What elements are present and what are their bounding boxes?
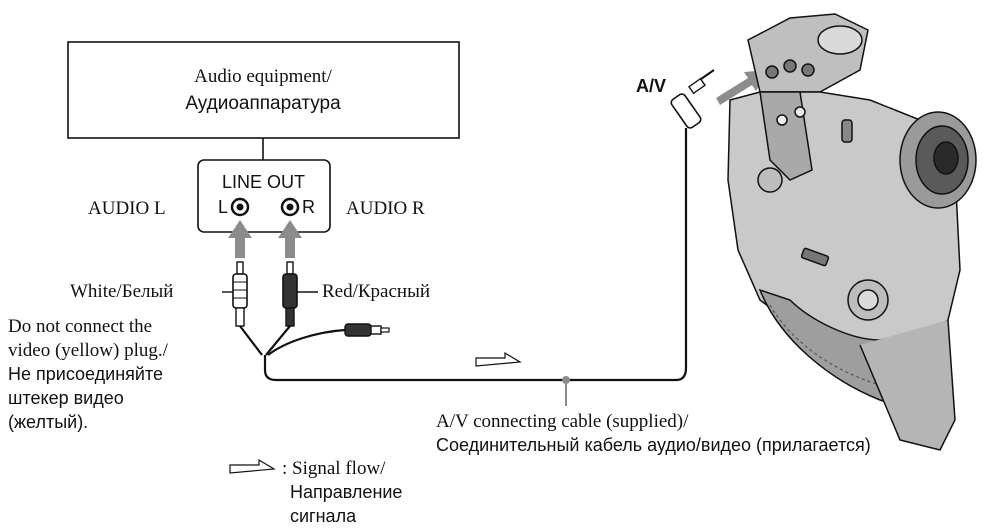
legend-signal-flow: : Signal flow/ bbox=[282, 458, 386, 479]
note-line-2: video (yellow) plug./ bbox=[8, 340, 168, 361]
right-jack-label: R bbox=[302, 197, 315, 217]
camcorder-icon bbox=[727, 13, 977, 451]
audio-equipment-box bbox=[67, 41, 460, 139]
red-plug-icon bbox=[282, 261, 298, 327]
av-jack-label: A/V bbox=[636, 76, 667, 96]
audio-equipment-label-ru: Аудиоаппаратура bbox=[185, 93, 341, 114]
audio-equipment-label-en: Audio equipment/ bbox=[194, 66, 332, 87]
audio-r-label: AUDIO R bbox=[346, 198, 425, 219]
white-plug-label: White/Белый bbox=[70, 281, 174, 302]
white-plug-icon bbox=[232, 261, 248, 327]
cable-caption-en: A/V connecting cable (supplied)/ bbox=[436, 411, 689, 432]
signal-flow-arrow-icon bbox=[475, 351, 522, 367]
line-out-title: LINE OUT bbox=[222, 172, 306, 192]
cable-wires bbox=[239, 128, 688, 382]
left-jack-icon bbox=[230, 197, 250, 217]
legend-direction: Направление bbox=[290, 482, 403, 502]
legend-arrow-icon bbox=[229, 458, 276, 474]
red-plug-label: Red/Красный bbox=[322, 281, 431, 302]
note-line-3: Не присоединяйте bbox=[8, 364, 164, 384]
audio-l-label: AUDIO L bbox=[88, 198, 166, 219]
note-line-4: штекер видео bbox=[8, 388, 124, 408]
arrow-into-av-jack-icon bbox=[716, 70, 768, 105]
cable-caption-ru: Соединительный кабель аудио/видео (прила… bbox=[436, 435, 871, 455]
note-line-1: Do not connect the bbox=[8, 316, 153, 337]
right-jack-icon bbox=[280, 197, 300, 217]
note-line-5: (желтый). bbox=[8, 412, 89, 432]
av-mini-plug-icon bbox=[670, 69, 715, 129]
left-jack-label: L bbox=[218, 197, 229, 217]
arrow-up-right-icon bbox=[278, 220, 302, 258]
line-out-panel bbox=[197, 159, 331, 233]
video-plug-icon bbox=[344, 323, 390, 337]
arrow-up-left-icon bbox=[228, 220, 252, 258]
legend-signal: сигнала bbox=[290, 506, 357, 526]
